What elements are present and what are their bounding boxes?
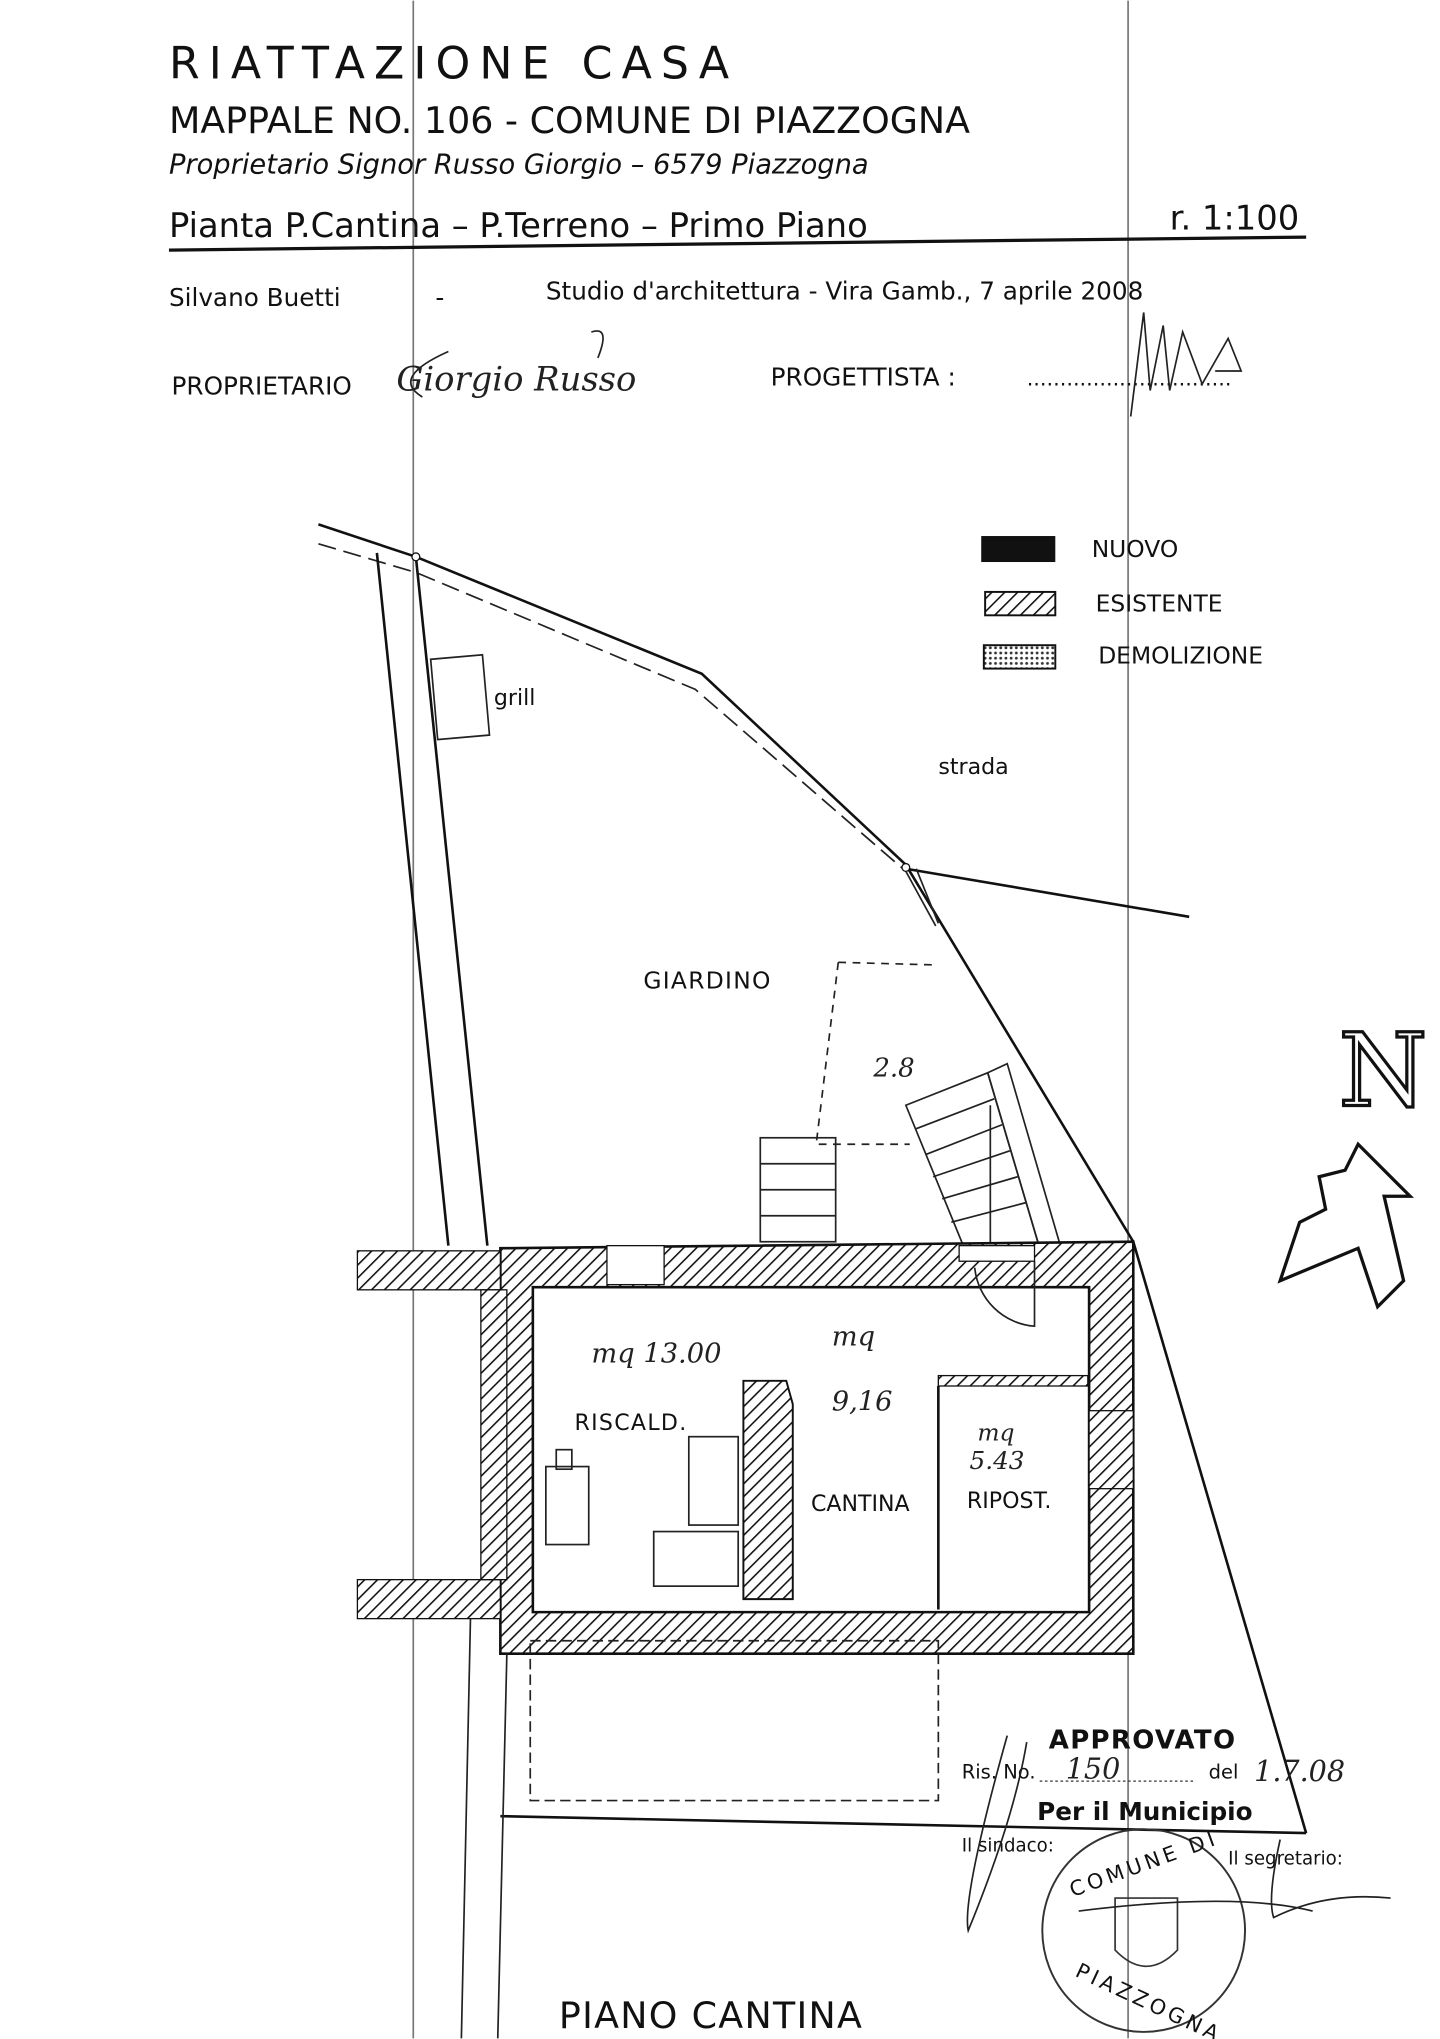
dimension-note: 2.8	[872, 1054, 914, 1084]
owner-line: Proprietario Signor Russo Giorgio – 6579…	[169, 149, 869, 180]
sindaco-label: Il sindaco:	[962, 1835, 1054, 1856]
garden-steps	[759, 1136, 837, 1243]
building-walls	[356, 1240, 1135, 1656]
ris-value: 150	[1066, 1751, 1121, 1785]
ripost-label: RIPOST.	[967, 1488, 1051, 1514]
del-value: 1.7.08	[1254, 1754, 1345, 1788]
owner-label: PROPRIETARIO	[172, 371, 352, 400]
legend-swatch-demolizione	[982, 644, 1057, 670]
legend-label-nuovo: NUOVO	[1092, 535, 1179, 563]
furniture	[545, 1435, 740, 1587]
approval-signatures	[966, 1735, 1391, 1934]
approval-stamp: APPROVATO Ris. No. 150 del 1.7.08 Per il…	[962, 1726, 1391, 2039]
stamp-top-text: COMUNE DI	[1066, 1826, 1221, 1902]
parcel-line: MAPPALE NO. 106 - COMUNE DI PIAZZOGNA	[169, 99, 970, 142]
architect: Silvano Buetti	[169, 283, 341, 312]
lower-boundary	[496, 1653, 508, 2039]
coat-of-arms-icon	[1114, 1897, 1179, 1967]
lower-yard	[529, 1639, 940, 1802]
terrace-outline	[815, 961, 936, 1146]
owner-signature: Giorgio Russo	[396, 359, 636, 398]
legend-label-demolizione: DEMOLIZIONE	[1098, 641, 1263, 669]
plan-title: Pianta P.Cantina – P.Terreno – Primo Pia…	[169, 206, 868, 245]
approval-title: APPROVATO	[1049, 1726, 1237, 1756]
ripost-area: 5.43	[970, 1446, 1025, 1475]
scale: r. 1:100	[1170, 198, 1300, 237]
riscald-area: mq 13.00	[591, 1339, 721, 1370]
cantina-label: CANTINA	[811, 1491, 910, 1517]
segretario-label: Il segretario:	[1228, 1848, 1343, 1869]
legend-swatch-nuovo	[981, 536, 1056, 563]
designer-signature	[1129, 312, 1243, 417]
separator: -	[435, 283, 444, 312]
lower-boundary	[460, 1618, 472, 2039]
floor-title: PIANO CANTINA	[559, 1994, 863, 2037]
del-label: del	[1209, 1760, 1239, 1783]
cantina-area-label: mq	[832, 1322, 875, 1353]
legend-label-esistente: ESISTENTE	[1096, 589, 1223, 617]
stamp-bottom-text: PIAZZOGNA	[1072, 1958, 1226, 2039]
site-boundary	[318, 523, 1308, 1834]
grill	[429, 653, 491, 741]
ris-label: Ris. No.	[962, 1760, 1036, 1783]
designer-label: PROGETTISTA :	[771, 362, 956, 391]
owner-signature-stroke	[410, 330, 604, 398]
studio-line: Studio d'architettura - Vira Gamb., 7 ap…	[546, 277, 1143, 306]
strada-label: strada	[938, 754, 1008, 780]
ripost-area-label: mq	[977, 1419, 1014, 1447]
legend-swatch-esistente	[984, 590, 1057, 617]
municipio-label: Per il Municipio	[1037, 1797, 1253, 1826]
lower-boundary	[500, 1814, 1307, 1835]
grill-label: grill	[494, 685, 535, 711]
riscald-label: RISCALD.	[574, 1410, 687, 1436]
stairs	[904, 1062, 1061, 1250]
title-underline	[168, 235, 1307, 252]
giardino-label: GIARDINO	[643, 966, 771, 994]
title: RIATTAZIONE CASA	[169, 39, 738, 90]
north-label: N	[1339, 1011, 1428, 1129]
north-arrow-icon	[1277, 1141, 1415, 1310]
cantina-area: 9,16	[832, 1387, 893, 1418]
